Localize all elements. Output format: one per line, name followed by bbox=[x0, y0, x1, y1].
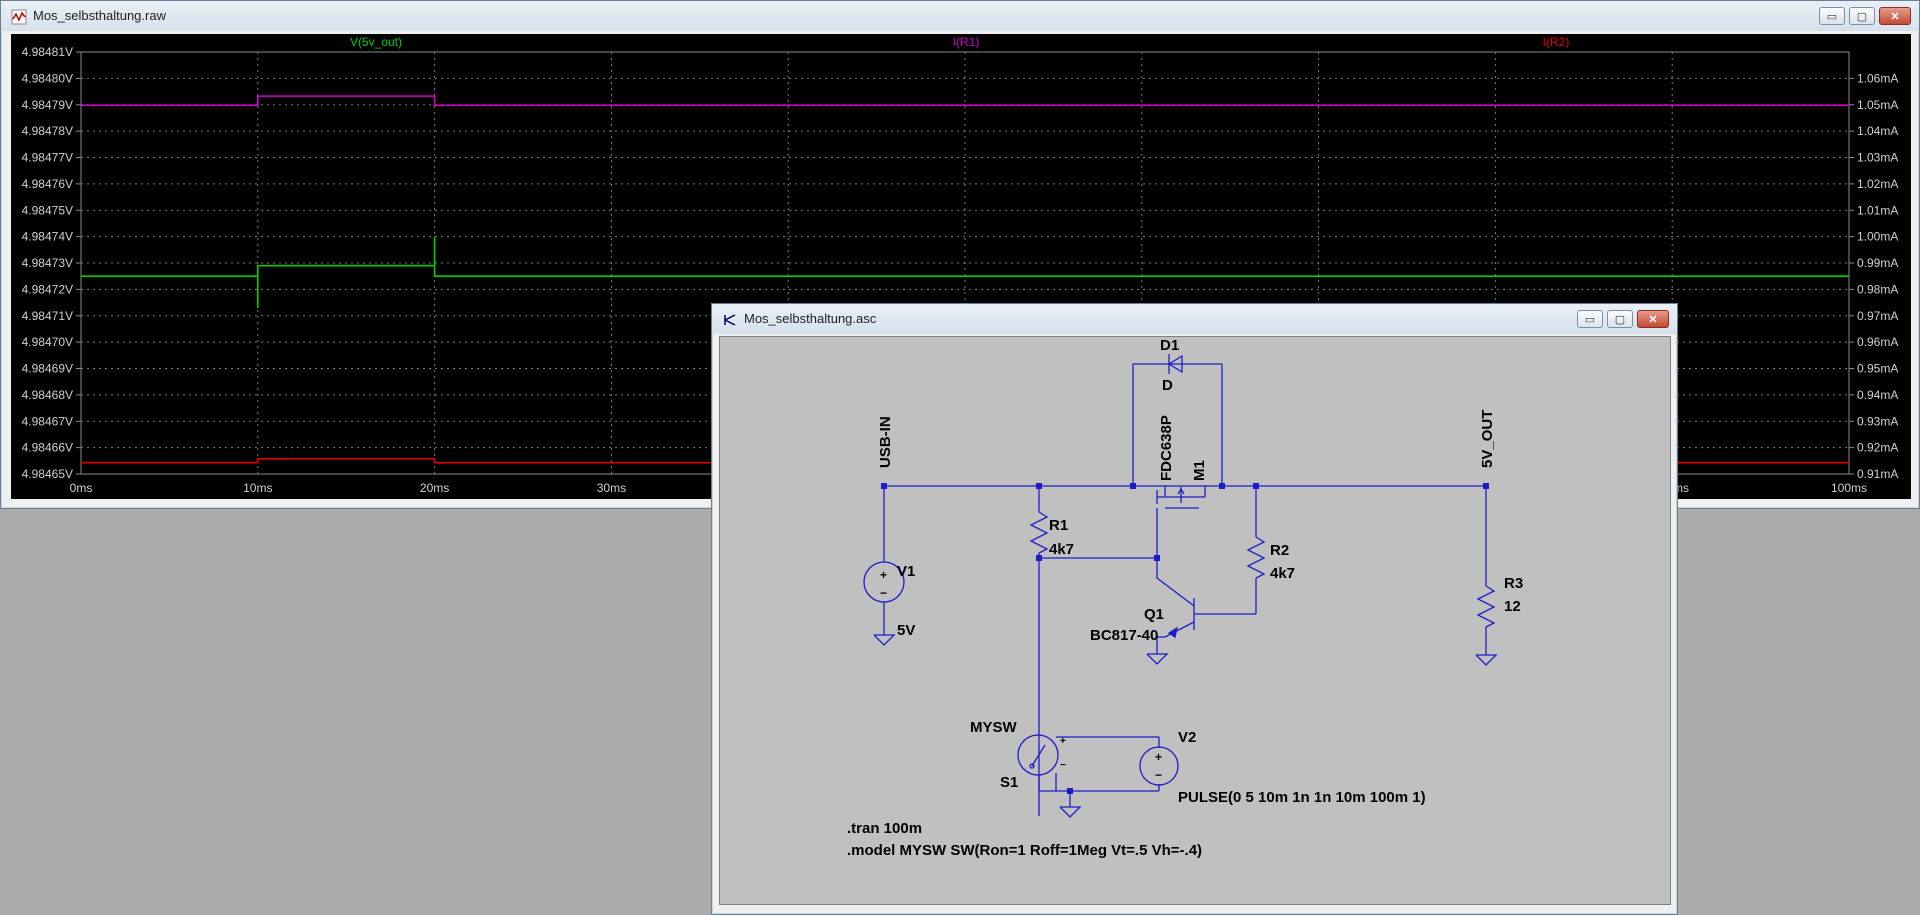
x-axis-tick-label: 100ms bbox=[1831, 481, 1867, 495]
left-axis-tick-label: 4.98477V bbox=[22, 151, 73, 165]
left-axis-tick-label: 4.98470V bbox=[22, 335, 73, 349]
right-axis-tick-label: 1.03mA bbox=[1857, 151, 1898, 165]
svg-text:−: − bbox=[1060, 760, 1066, 771]
v1-value: 5V bbox=[897, 622, 915, 639]
r2-name: R2 bbox=[1270, 542, 1289, 559]
right-axis-tick-label: 0.97mA bbox=[1857, 309, 1898, 323]
maximize-button[interactable]: ▢ bbox=[1849, 7, 1875, 25]
directive-model: .model MYSW SW(Ron=1 Roff=1Meg Vt=.5 Vh=… bbox=[847, 842, 1202, 859]
window-title: Mos_selbsthaltung.raw bbox=[33, 8, 166, 23]
x-axis-tick-label: 0ms bbox=[70, 481, 93, 495]
trace-legend-label: I(R2) bbox=[1543, 35, 1570, 49]
5v-out-label: 5V_OUT bbox=[1479, 410, 1496, 468]
right-axis-tick-label: 1.06mA bbox=[1857, 71, 1898, 85]
waveform-icon bbox=[11, 9, 27, 25]
svg-text:+: + bbox=[1155, 750, 1162, 764]
right-axis-tick-label: 0.93mA bbox=[1857, 414, 1898, 428]
window-title: Mos_selbsthaltung.asc bbox=[744, 311, 877, 326]
left-axis-tick-label: 4.98467V bbox=[22, 414, 73, 428]
trace-legend-label: I(R1) bbox=[953, 35, 980, 49]
left-axis-tick-label: 4.98480V bbox=[22, 71, 73, 85]
schematic-canvas[interactable]: + − + − + − USB-IN 5V_OUT D1 D FDC638P M… bbox=[719, 336, 1671, 905]
right-axis-tick-label: 0.96mA bbox=[1857, 335, 1898, 349]
schematic-titlebar[interactable]: Mos_selbsthaltung.asc ▭ ▢ ✕ bbox=[712, 304, 1677, 334]
svg-text:−: − bbox=[1155, 768, 1162, 782]
usb-in-label: USB-IN bbox=[877, 416, 894, 468]
close-button[interactable]: ✕ bbox=[1879, 7, 1911, 25]
directive-tran: .tran 100m bbox=[847, 820, 922, 837]
left-axis-tick-label: 4.98469V bbox=[22, 362, 73, 376]
trace-v5vout bbox=[81, 236, 1849, 308]
d1-value: D bbox=[1162, 377, 1173, 394]
svg-text:+: + bbox=[880, 568, 887, 582]
right-axis-tick-label: 0.99mA bbox=[1857, 256, 1898, 270]
r1-name: R1 bbox=[1049, 517, 1068, 534]
d1-name: D1 bbox=[1160, 337, 1179, 354]
right-axis-tick-label: 0.92mA bbox=[1857, 441, 1898, 455]
left-axis-tick-label: 4.98481V bbox=[22, 45, 73, 59]
right-axis-tick-label: 1.05mA bbox=[1857, 98, 1898, 112]
schematic-drawing[interactable]: + − + − + − USB-IN 5V_OUT D1 D FDC638P M… bbox=[720, 337, 1670, 904]
svg-text:+: + bbox=[1060, 736, 1066, 747]
r2-value: 4k7 bbox=[1270, 565, 1295, 582]
svg-text:−: − bbox=[880, 586, 887, 600]
right-axis-tick-label: 0.91mA bbox=[1857, 467, 1898, 481]
r1-value: 4k7 bbox=[1049, 541, 1074, 558]
schematic-icon bbox=[724, 314, 736, 326]
left-axis-tick-label: 4.98465V bbox=[22, 467, 73, 481]
s1-model: MYSW bbox=[970, 719, 1018, 736]
schematic-window[interactable]: Mos_selbsthaltung.asc ▭ ▢ ✕ bbox=[711, 303, 1678, 915]
r3-value: 12 bbox=[1504, 598, 1521, 615]
m1-name: M1 bbox=[1191, 460, 1208, 481]
left-axis-tick-label: 4.98471V bbox=[22, 309, 73, 323]
trace-ir2 bbox=[81, 457, 1849, 464]
m1-model: FDC638P bbox=[1158, 415, 1175, 481]
waveform-titlebar[interactable]: Mos_selbsthaltung.raw ▭ ▢ ✕ bbox=[1, 1, 1919, 31]
left-axis-tick-label: 4.98468V bbox=[22, 388, 73, 402]
right-axis-tick-label: 0.94mA bbox=[1857, 388, 1898, 402]
s1-name: S1 bbox=[1000, 774, 1018, 791]
right-axis-tick-label: 1.01mA bbox=[1857, 203, 1898, 217]
minimize-button[interactable]: ▭ bbox=[1819, 7, 1845, 25]
right-axis-tick-label: 1.00mA bbox=[1857, 230, 1898, 244]
left-axis-tick-label: 4.98476V bbox=[22, 177, 73, 191]
left-axis-tick-label: 4.98479V bbox=[22, 98, 73, 112]
left-axis-tick-label: 4.98472V bbox=[22, 282, 73, 296]
right-axis-tick-label: 0.95mA bbox=[1857, 362, 1898, 376]
trace-ir1 bbox=[81, 95, 1849, 107]
right-axis-tick-label: 1.04mA bbox=[1857, 124, 1898, 138]
v2-name: V2 bbox=[1178, 729, 1196, 746]
r3-name: R3 bbox=[1504, 575, 1523, 592]
left-axis-tick-label: 4.98474V bbox=[22, 230, 73, 244]
v2-value: PULSE(0 5 10m 1n 1n 10m 100m 1) bbox=[1178, 789, 1426, 806]
minimize-button[interactable]: ▭ bbox=[1577, 310, 1603, 328]
q1-name: Q1 bbox=[1144, 606, 1164, 623]
x-axis-tick-label: 20ms bbox=[420, 481, 449, 495]
right-axis-tick-label: 0.98mA bbox=[1857, 282, 1898, 296]
maximize-button[interactable]: ▢ bbox=[1607, 310, 1633, 328]
left-axis-tick-label: 4.98478V bbox=[22, 124, 73, 138]
left-axis-tick-label: 4.98473V bbox=[22, 256, 73, 270]
x-axis-tick-label: 10ms bbox=[243, 481, 272, 495]
v1-name: V1 bbox=[897, 563, 915, 580]
trace-legend-label: V(5v_out) bbox=[350, 35, 402, 49]
left-axis-tick-label: 4.98466V bbox=[22, 441, 73, 455]
left-axis-tick-label: 4.98475V bbox=[22, 203, 73, 217]
right-axis-tick-label: 1.02mA bbox=[1857, 177, 1898, 191]
x-axis-tick-label: 30ms bbox=[597, 481, 626, 495]
close-button[interactable]: ✕ bbox=[1637, 310, 1669, 328]
q1-value: BC817-40 bbox=[1090, 627, 1158, 644]
